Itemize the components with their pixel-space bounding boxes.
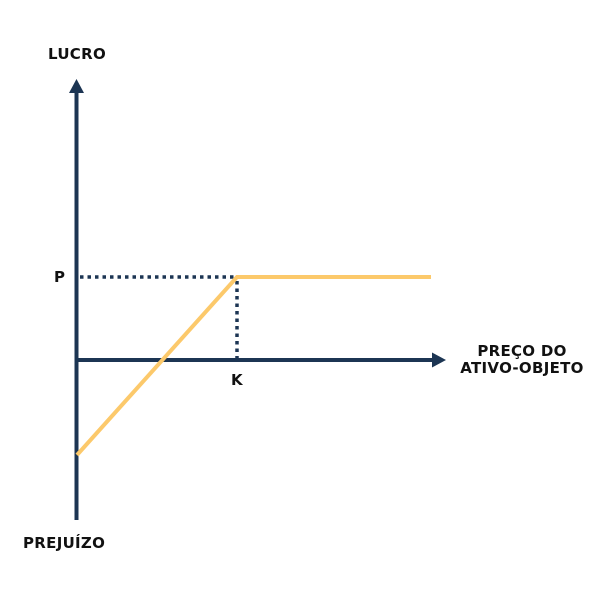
x-axis-label: PREÇO DO ATIVO-OBJETO: [452, 343, 592, 377]
k-marker-label: K: [231, 371, 243, 389]
x-axis-label-line1: PREÇO DO: [477, 342, 567, 360]
y-axis-label-profit: LUCRO: [48, 45, 107, 63]
y-axis-label-loss: PREJUÍZO: [23, 534, 106, 552]
x-axis-arrow-icon: [432, 352, 446, 368]
x-axis-label-line2: ATIVO-OBJETO: [460, 359, 584, 377]
y-axis-arrow-icon: [69, 79, 84, 93]
payoff-line: [75, 275, 431, 457]
p-marker-label: P: [54, 268, 66, 286]
